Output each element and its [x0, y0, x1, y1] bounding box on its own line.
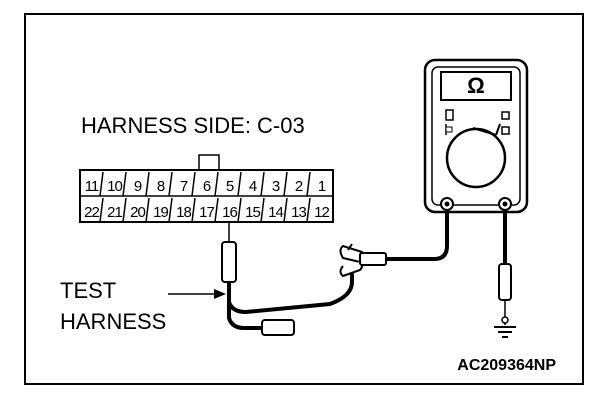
pin-label-6: 6: [203, 178, 211, 195]
pin-label-5: 5: [226, 178, 234, 195]
pin-divider: [283, 171, 288, 197]
meter-dial-pointer: [472, 127, 497, 136]
meter-bezel: [431, 66, 521, 206]
test-probe: [221, 222, 237, 283]
pin-label-3: 3: [272, 178, 280, 195]
test-harness-label-line1: TEST: [60, 278, 116, 303]
pin-divider: [122, 197, 127, 223]
pin-divider: [145, 171, 150, 197]
meter-lead-com: [386, 210, 449, 261]
pin-label-11: 11: [85, 178, 99, 195]
test-harness-plug: [261, 319, 295, 336]
ground-icon: [494, 316, 516, 338]
pin-divider: [191, 171, 196, 197]
pointer-arrowhead: [214, 289, 226, 299]
pin-label-20: 20: [130, 204, 145, 221]
ground-probe: [498, 263, 512, 301]
pin-label-21: 21: [107, 204, 122, 221]
connector-bottom-row: 22 21 20 19 18 17 16 15 14 13 12: [84, 197, 330, 223]
pin-label-7: 7: [180, 178, 188, 195]
pin-divider: [145, 197, 150, 223]
figure-code: AC209364NP: [457, 357, 556, 374]
connector-latch: [198, 154, 220, 171]
alligator-clip-icon: [339, 243, 387, 278]
pin-divider: [168, 197, 173, 223]
pin-label-4: 4: [249, 178, 257, 195]
pin-divider: [306, 171, 311, 197]
pin-label-16: 16: [222, 204, 237, 221]
pin-label-9: 9: [134, 178, 142, 195]
pin-divider: [122, 171, 127, 197]
pin-label-2: 2: [295, 178, 303, 195]
pin-divider: [99, 171, 104, 197]
pin-label-19: 19: [153, 204, 168, 221]
pin-divider: [260, 197, 265, 223]
pin-label-12: 12: [314, 204, 329, 221]
pin-label-14: 14: [268, 204, 283, 221]
meter-display: [440, 71, 512, 101]
pin-label-13: 13: [291, 204, 306, 221]
pin-divider: [283, 197, 288, 223]
pin-label-15: 15: [245, 204, 260, 221]
pin-divider: [306, 197, 311, 223]
pin-divider: [168, 171, 173, 197]
test-harness-branch: [227, 300, 262, 330]
harness-side-label: HARNESS SIDE: C-03: [81, 113, 305, 138]
pin-label-8: 8: [157, 178, 165, 195]
pin-label-1: 1: [318, 178, 326, 195]
meter-indicator-1: [445, 109, 454, 121]
pin-divider: [99, 197, 104, 223]
pin-divider: [214, 197, 219, 223]
meter-indicator-3: [501, 126, 510, 135]
pin-divider: [214, 171, 219, 197]
pin-label-22: 22: [84, 204, 99, 221]
pin-label-17: 17: [199, 204, 214, 221]
meter-dial: [445, 127, 507, 189]
ohm-symbol: Ω: [467, 73, 485, 98]
figure-frame: [24, 13, 584, 385]
pin-divider: [260, 171, 265, 197]
probe-sleeve: [221, 241, 237, 283]
ohmmeter-icon: Ω: [423, 58, 529, 214]
test-harness-cable: [227, 270, 354, 315]
pin-divider: [237, 171, 242, 197]
pin-divider: [237, 197, 242, 223]
pin-divider: [191, 197, 196, 223]
test-harness-label-line2: HARNESS: [60, 309, 166, 334]
pin-label-10: 10: [107, 178, 122, 195]
meter-indicator-2: [501, 111, 510, 120]
pin-label-18: 18: [176, 204, 191, 221]
